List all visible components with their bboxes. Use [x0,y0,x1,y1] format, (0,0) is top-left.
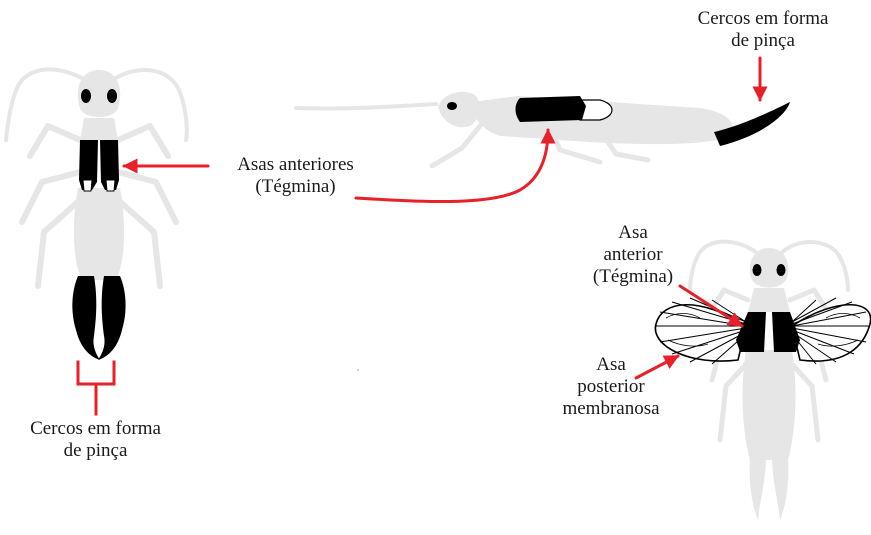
label-asa-anterior-line2: anterior [578,244,688,266]
label-asa-posterior-line3: membranosa [556,398,666,420]
arrow-to-lateral-tegmina [356,130,548,202]
label-cercos-dorsal-line1: Cercos em forma [8,418,183,440]
lateral-antenna [296,104,436,109]
label-cercos-dorsal: Cercos em forma de pinça [8,418,183,462]
right-eye-icon [107,89,117,103]
label-asa-anterior: Asa anterior (Tégmina) [578,222,688,288]
abdomen [74,188,124,280]
lateral-tegmina-icon [516,96,587,122]
stray-dot [357,369,359,371]
label-cercos-lateral: Cercos em forma de pinça [668,8,858,52]
label-cercos-lateral-line2: de pinça [668,30,858,52]
label-asa-anterior-line3: (Tégmina) [578,266,688,288]
label-cercos-dorsal-line2: de pinça [8,440,183,462]
label-asa-posterior: Asa posterior membranosa [556,354,666,420]
cerci-left-icon [72,276,100,360]
pronotum [80,118,118,140]
label-asas-anteriores: Asas anteriores (Tégmina) [208,154,383,198]
right-hindwing-fan [792,298,871,364]
label-cercos-lateral-line1: Cercos em forma [668,8,858,30]
cerci-bracket [78,362,114,414]
label-asa-anterior-line1: Asa [578,222,688,244]
earwig-dorsal-view [6,69,187,360]
cerci-right-icon [98,276,126,360]
label-asa-posterior-line2: posterior [556,376,666,398]
label-asas-anteriores-line2: (Tégmina) [208,176,383,198]
lateral-eye-icon [447,102,457,110]
left-hindwing-fan [655,298,746,364]
label-asas-anteriores-line1: Asas anteriores [208,154,383,176]
left-eye-icon [81,89,91,103]
label-asa-posterior-line1: Asa [556,354,666,376]
